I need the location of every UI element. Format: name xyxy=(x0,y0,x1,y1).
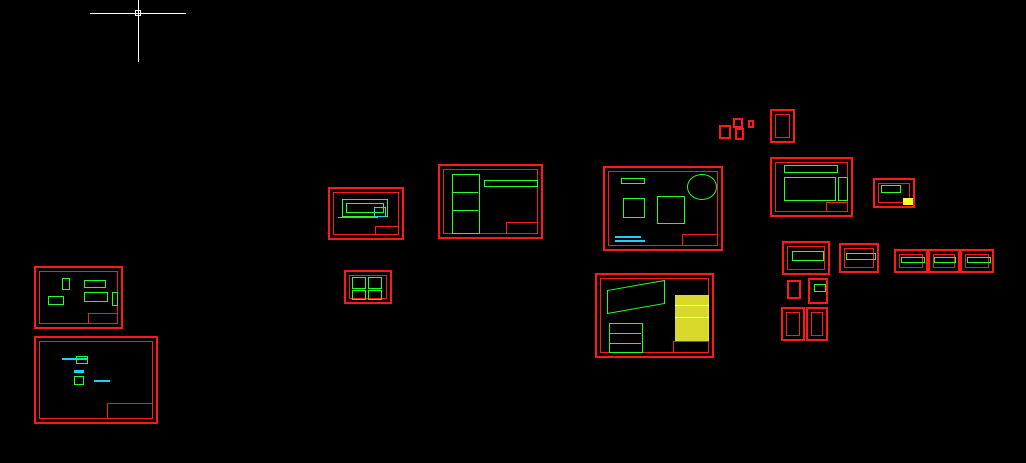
drawing-sheet[interactable] xyxy=(344,270,392,304)
drawing-sheet[interactable] xyxy=(960,249,994,273)
drawing-sheet[interactable] xyxy=(719,125,731,139)
drawing-sheet[interactable] xyxy=(770,157,853,217)
drawing-sheet[interactable] xyxy=(603,166,723,251)
drawing-sheet[interactable] xyxy=(781,307,805,341)
drawing-sheet[interactable] xyxy=(34,266,123,329)
drawing-sheet[interactable] xyxy=(733,118,743,128)
drawing-sheet[interactable] xyxy=(782,241,830,275)
drawing-sheet[interactable] xyxy=(735,128,744,140)
drawing-sheet[interactable] xyxy=(808,278,828,304)
drawing-sheet[interactable] xyxy=(748,120,754,128)
drawing-sheet[interactable] xyxy=(787,280,801,299)
drawing-sheet[interactable] xyxy=(438,164,543,239)
drawing-sheet[interactable] xyxy=(928,249,960,273)
drawing-sheet[interactable] xyxy=(34,336,158,424)
drawing-sheet[interactable] xyxy=(894,249,928,273)
drawing-sheet[interactable] xyxy=(806,307,828,341)
drawing-sheet[interactable] xyxy=(328,187,404,240)
drawing-sheet[interactable] xyxy=(839,243,879,273)
drawing-sheet[interactable] xyxy=(595,273,714,358)
drawing-sheet[interactable] xyxy=(873,178,915,208)
drawing-sheet[interactable] xyxy=(770,109,795,143)
